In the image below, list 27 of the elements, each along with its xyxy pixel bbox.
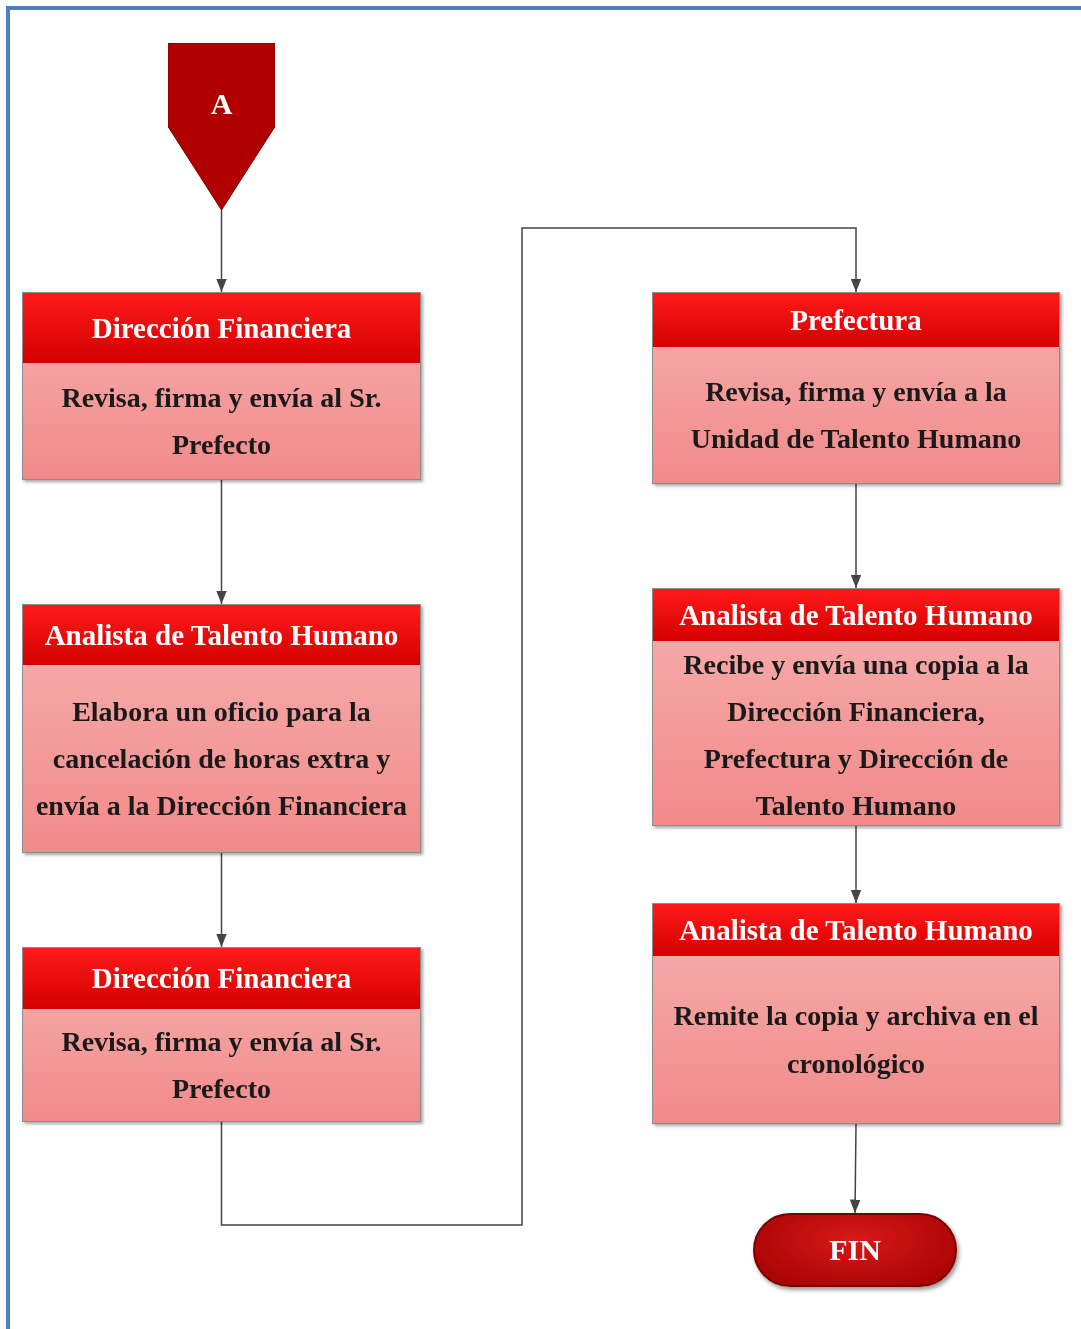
box-heading: Dirección Financiera <box>23 948 420 1009</box>
arrow <box>216 852 227 948</box>
process-box <box>652 292 1060 484</box>
box-text: Revisa, firma y envía al Sr. Prefecto <box>60 1024 383 1106</box>
arrow <box>849 1123 861 1214</box>
arrow <box>220 227 862 1226</box>
box-text: Revisa, firma y envía al Sr. Prefecto <box>60 380 383 462</box>
box-heading: Analista de Talento Humano <box>653 904 1059 956</box>
box-heading: Analista de Talento Humano <box>23 605 420 665</box>
arrow <box>850 825 862 904</box>
process-box <box>22 292 421 480</box>
arrow <box>216 479 227 605</box>
process-box <box>22 604 421 853</box>
box-text: Elabora un oficio para la cancelación de horas extra y envía a la Dirección Financiera <box>34 694 409 823</box>
box-heading: Prefectura <box>653 293 1059 347</box>
box-heading: Dirección Financiera <box>23 293 420 363</box>
arrow <box>216 209 227 293</box>
box-heading: Analista de Talento Humano <box>653 589 1059 641</box>
box-text: Recibe y envía una copia a la Dirección Financiera, Prefectura y Dirección de Talento Humano <box>682 648 1030 824</box>
arrow <box>850 483 862 589</box>
connector-label: A <box>209 87 234 121</box>
process-box <box>22 947 421 1122</box>
process-box <box>652 588 1060 826</box>
terminator: FIN <box>753 1213 957 1287</box>
process-box <box>652 903 1060 1124</box>
box-text: Revisa, firma y envía a la Unidad de Talento Humano <box>689 374 1023 456</box>
box-text: Remite la copia y archiva en el cronológico <box>672 999 1040 1081</box>
